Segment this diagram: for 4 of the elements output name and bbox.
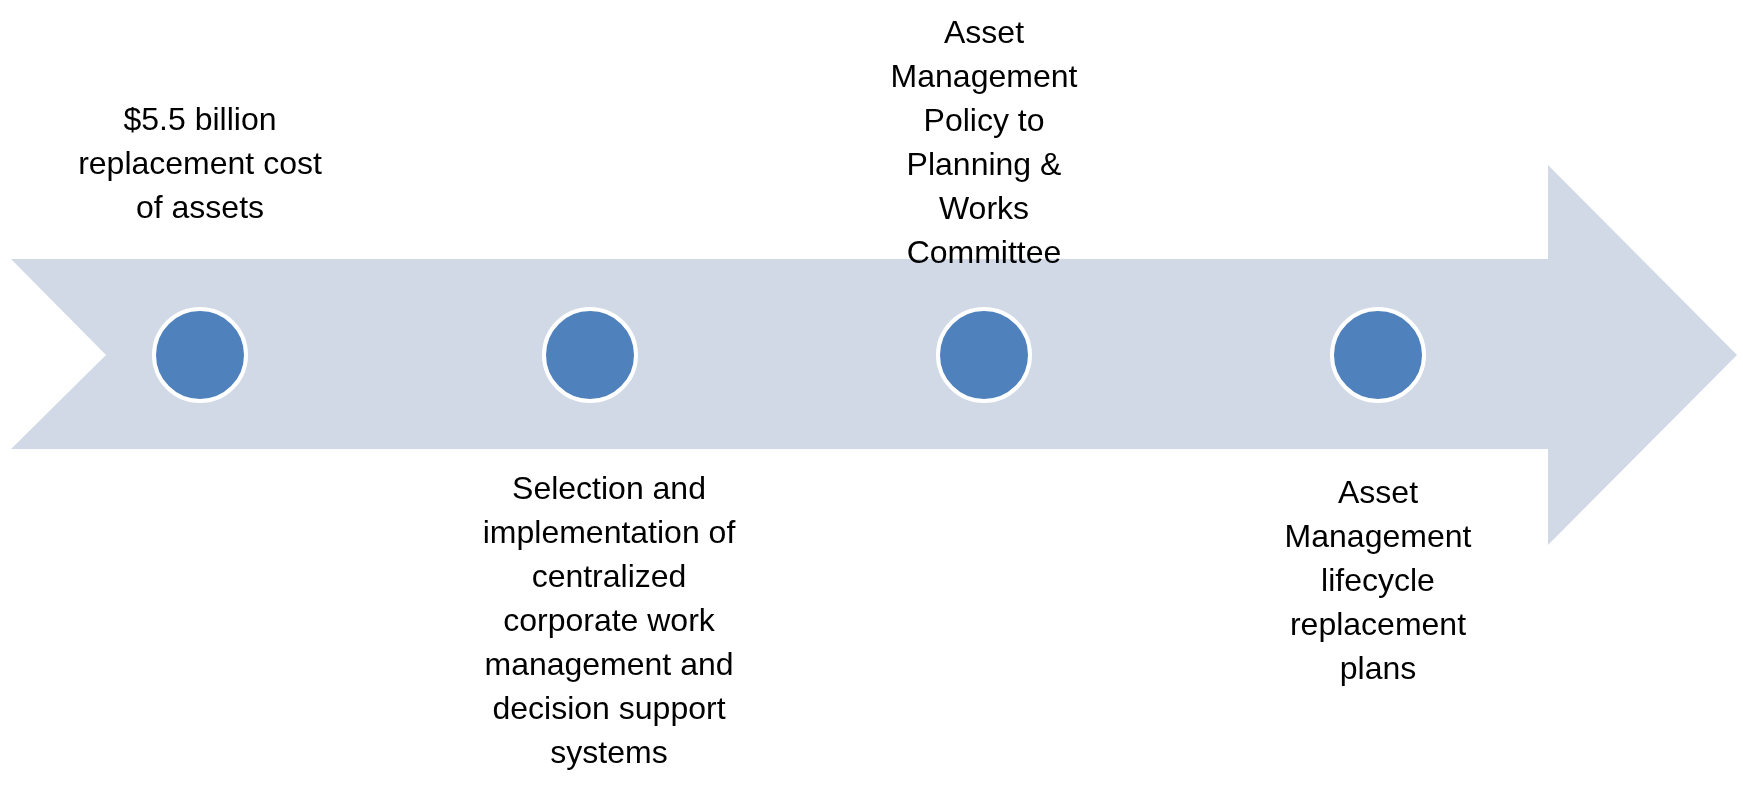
- milestone-text: Asset Management lifecycle replacement plans: [1283, 473, 1473, 688]
- milestone-text: $5.5 billion replacement cost of assets: [77, 100, 323, 227]
- milestone-text: Selection and implementation of centralized corporate work management and decision support systems: [481, 469, 737, 772]
- milestone-text: Asset Management Policy to Planning & Works Committee: [889, 13, 1079, 272]
